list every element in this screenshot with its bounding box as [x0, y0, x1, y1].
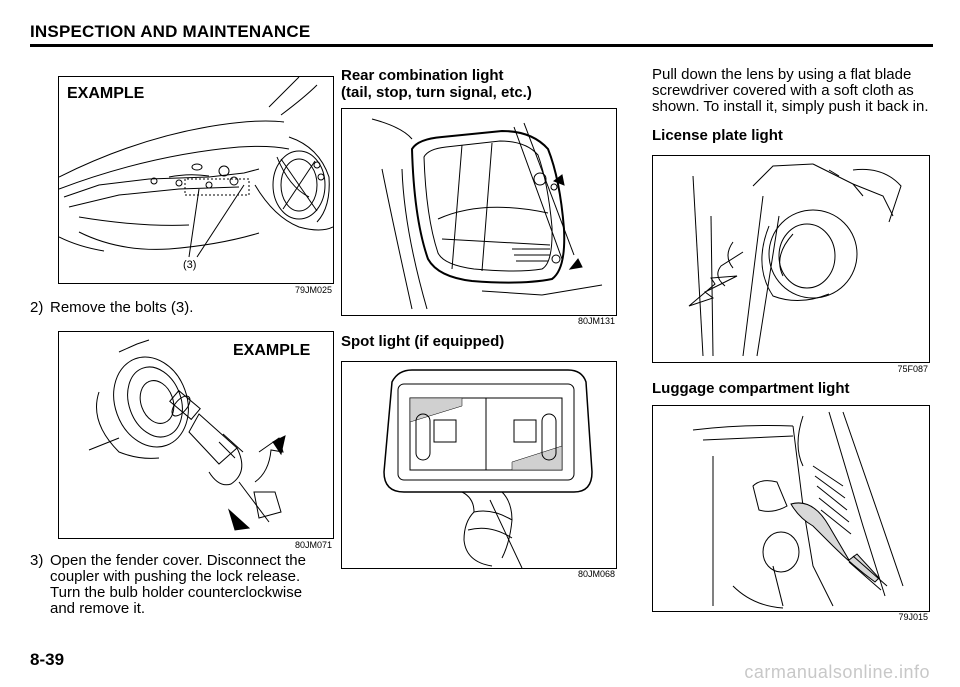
- step-text: Remove the bolts (3).: [50, 299, 194, 316]
- instruction-paragraph: Pull down the lens by using a flat blade…: [652, 67, 942, 115]
- figure-rear-combination-light: [341, 108, 617, 316]
- section-heading-luggage-compartment-light: Luggage compartment light: [652, 380, 850, 397]
- figure-code: 80JM068: [577, 569, 615, 579]
- heading-line: (tail, stop, turn signal, etc.): [341, 84, 532, 101]
- figure-code: 80JM071: [294, 540, 332, 550]
- figure-code: 79JM025: [294, 285, 332, 295]
- step-2: 2) Remove the bolts (3).: [30, 300, 330, 316]
- section-heading-license-plate-light: License plate light: [652, 127, 783, 144]
- section-heading-rear-combination-light: Rear combination light (tail, stop, turn…: [341, 67, 621, 101]
- license-light-illustration: [688, 163, 902, 357]
- heading-line: Rear combination light: [341, 67, 504, 84]
- luggage-light-illustration: [692, 411, 904, 609]
- paragraph-line: screwdriver covered with a soft cloth as: [652, 82, 914, 99]
- step-number: 3): [30, 552, 44, 569]
- step-3: 3) Open the fender cover. Disconnect the…: [30, 553, 340, 617]
- figure-bulb-holder: EXAMPLE: [58, 331, 334, 539]
- step-text-line: Turn the bulb holder counterclockwise: [50, 584, 303, 601]
- bolts-illustration: [59, 77, 333, 258]
- step-number: 2): [30, 299, 44, 316]
- callout-bolts-label: (3): [183, 259, 197, 271]
- step-text: Open the fender cover. Disconnect the co…: [50, 553, 306, 617]
- spot-light-illustration: [383, 369, 593, 568]
- page-header-title: INSPECTION AND MAINTENANCE: [30, 22, 311, 41]
- figure-license-plate-light: [652, 155, 930, 363]
- figure-code: 75F087: [897, 364, 928, 374]
- step-text-line: and remove it.: [50, 600, 146, 617]
- step-text-line: coupler with pushing the lock release.: [50, 568, 301, 585]
- paragraph-line: Pull down the lens by using a flat blade: [652, 66, 912, 83]
- page-number: 8-39: [30, 650, 65, 669]
- section-heading-spot-light: Spot light (if equipped): [341, 333, 505, 350]
- step-text-line: Open the fender cover. Disconnect the: [50, 552, 306, 569]
- figure-luggage-compartment-light: [652, 405, 930, 612]
- figure-code: 80JM131: [577, 316, 615, 326]
- watermark: carmanualsonline.info: [744, 662, 930, 682]
- figure-bolts: EXAMPLE (3): [58, 76, 334, 284]
- rear-light-illustration: [371, 118, 603, 310]
- example-label: EXAMPLE: [233, 342, 311, 359]
- bulb-holder-illustration: [88, 339, 286, 531]
- figure-code: 79J015: [898, 612, 928, 622]
- example-label: EXAMPLE: [67, 85, 145, 102]
- header-rule: [30, 44, 933, 47]
- figure-spot-light: [341, 361, 617, 569]
- paragraph-line: shown. To install it, simply push it bac…: [652, 98, 929, 115]
